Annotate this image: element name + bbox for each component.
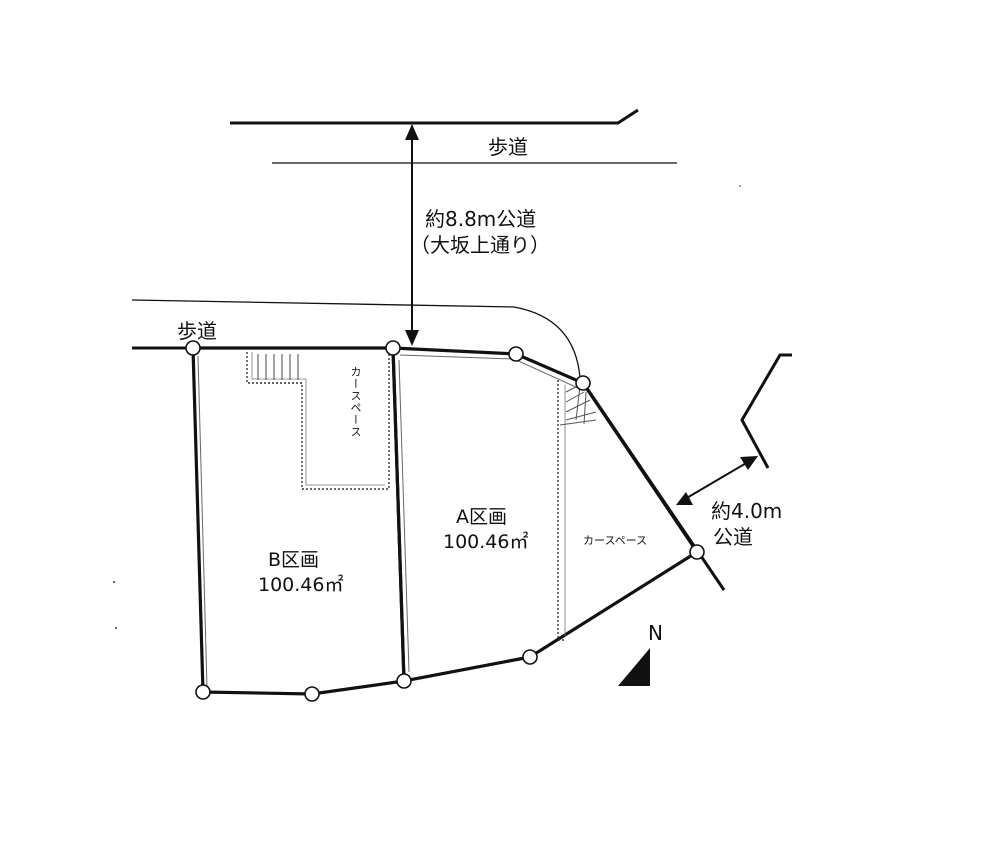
boundary-marker bbox=[689, 544, 705, 560]
lot-a-inner-line-west bbox=[398, 359, 410, 673]
car-space-a-steps bbox=[559, 385, 597, 426]
boundary-marker bbox=[508, 346, 524, 362]
arrowhead-down bbox=[405, 330, 419, 346]
car-space-a-outline bbox=[557, 380, 566, 641]
boundary-marker bbox=[385, 340, 401, 356]
side-road-width-label: 約4.0m bbox=[711, 499, 783, 523]
boundary-markers bbox=[185, 340, 705, 702]
boundary-marker bbox=[396, 673, 412, 689]
sidewalk-label-left: 歩道 bbox=[177, 319, 217, 343]
car-space-b-inner bbox=[251, 352, 385, 486]
sidewalk-label-top: 歩道 bbox=[488, 135, 528, 159]
car-space-b-steps bbox=[257, 354, 299, 380]
speck bbox=[115, 627, 117, 629]
lot-b-boundary bbox=[191, 346, 406, 696]
north-label: N bbox=[648, 621, 663, 645]
arrowhead-sw bbox=[676, 492, 693, 505]
speck bbox=[113, 581, 115, 583]
side-road-label: 公道 bbox=[713, 525, 753, 549]
main-road-south-edge bbox=[131, 299, 581, 379]
speck bbox=[739, 185, 741, 187]
boundary-marker bbox=[575, 375, 591, 391]
lot-b-inner-line-west bbox=[197, 355, 208, 689]
main-road-label: 約8.8m公道 bbox=[425, 207, 537, 231]
arrowhead-up bbox=[405, 124, 419, 140]
boundary-marker bbox=[185, 340, 201, 356]
main-road-north-edge bbox=[230, 108, 639, 125]
lot-b-area: 100.46㎡ bbox=[258, 574, 344, 596]
boundary-marker bbox=[195, 684, 211, 700]
side-road-far-edge bbox=[740, 353, 792, 469]
car-space-a-label: カースペース bbox=[583, 534, 648, 547]
lot-a-area: 100.46㎡ bbox=[443, 531, 529, 553]
arrowhead-ne bbox=[740, 456, 758, 470]
side-road-width-arrow bbox=[684, 461, 749, 500]
lot-b-name: B区画 bbox=[268, 549, 320, 571]
lot-a-inner-line-north bbox=[399, 354, 579, 389]
north-arrow-icon bbox=[618, 648, 650, 686]
boundary-marker bbox=[522, 649, 538, 665]
car-space-b-outline bbox=[246, 352, 390, 490]
lot-a-name: A区画 bbox=[456, 506, 507, 528]
boundary-marker bbox=[304, 686, 320, 702]
car-space-b-label: カースペース bbox=[349, 366, 362, 438]
main-road-name-label: （大坂上通り） bbox=[410, 233, 550, 257]
